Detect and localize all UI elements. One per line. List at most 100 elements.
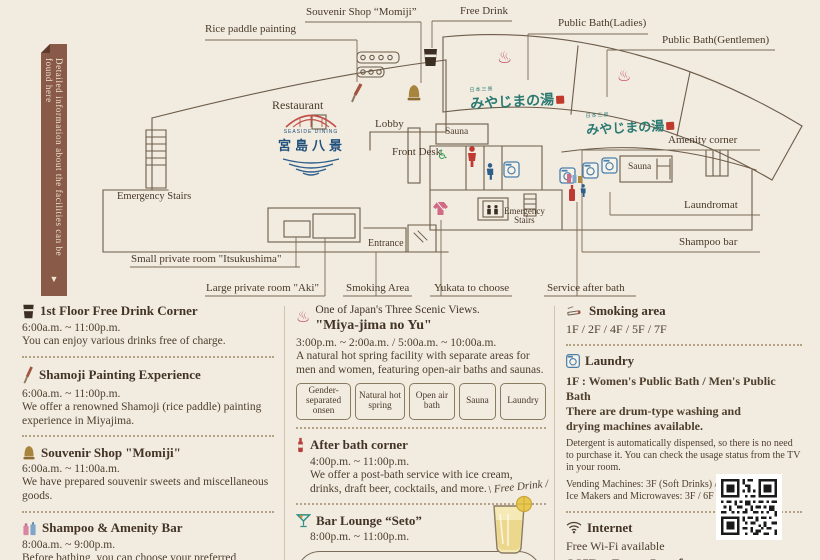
label-public-bath-ladies: Public Bath(Ladies) [558, 17, 647, 29]
dotted-divider [22, 355, 274, 358]
drink-cup-icon [424, 49, 437, 66]
section-title: Bar Lounge “Seto” [316, 512, 422, 528]
wifi-icon [566, 521, 582, 534]
section-smoking-area: Smoking area 1F / 2F / 4F / 5F / 7F [566, 303, 802, 337]
amenity-bottles-icon [567, 174, 582, 183]
dotted-divider [296, 426, 546, 429]
laundry-machines: There are drum-type washing and drying m… [566, 403, 741, 433]
qr-code [716, 474, 782, 540]
bottle-red-icon [569, 185, 575, 201]
facility-tags: Gender-separated onsen Natural hot sprin… [296, 382, 547, 420]
section-title: Internet [587, 519, 633, 535]
washer-icon [566, 354, 580, 369]
laundry-location: 1F : Women's Public Bath / Men's Public … [566, 373, 776, 403]
section-title: Smoking area [589, 303, 666, 318]
cigarette-icon [566, 305, 584, 318]
drink-glass-illustration [493, 495, 533, 554]
washer-icon [582, 162, 599, 179]
column-divider [284, 306, 285, 560]
label-smoking-area: Smoking Area [346, 282, 410, 294]
label-large-private-room: Large private room "Aki" [206, 282, 319, 294]
section-hours: 6:00a.m. ~ 11:00p.m. [22, 322, 121, 334]
tag-gender-separated-onsen: Gender-separated onsen [296, 382, 352, 420]
section-title: Shampoo & Amenity Bar [42, 520, 183, 536]
onsen-brand-logo: 日本三景みやじまの湯 [469, 82, 565, 114]
tag-open-air-bath: Open air bath [408, 382, 455, 420]
shampoo-bottles-icon [22, 521, 37, 536]
section-bar-lounge: Bar Lounge “Seto” 8:00p.m. ~ 11:00p.m. 6… [296, 513, 546, 560]
ice-microwave-info: Ice Makers and Microwaves: 3F / 6F [566, 491, 714, 503]
section-desc: We offer a renowned Shamoji (rice paddle… [22, 400, 262, 427]
section-desc: A natural hot spring facility with separ… [296, 350, 544, 376]
bridge-arch-icon [285, 114, 337, 128]
boat-icon [282, 158, 340, 176]
section-hours: 8:00a.m. ~ 9:00p.m. [22, 538, 116, 551]
yukata-icon [433, 201, 448, 215]
onsen-brand-logo: 日本三景みやじまの湯 [585, 108, 675, 138]
label-rice-paddle-painting: Rice paddle painting [205, 23, 297, 35]
section-title: Laundry [585, 353, 635, 369]
dotted-divider [566, 510, 802, 513]
hot-spring-icon: ♨ [617, 66, 632, 85]
restaurant-logo-subtitle: SEASIDE DINING [283, 129, 339, 135]
hot-spring-icon: ♨ [497, 48, 513, 68]
column-divider [554, 306, 555, 560]
ribbon-fold [41, 44, 50, 53]
label-shampoo-bar: Shampoo bar [679, 236, 738, 248]
label-public-bath-gentlemen: Public Bath(Gentlemen) [662, 34, 770, 46]
section-hours: 4:00p.m. ~ 11:00p.m. [310, 455, 410, 468]
label-restaurant: Restaurant [272, 98, 324, 112]
section-internet: Internet Free Wi-Fi available SSID : Rou… [566, 519, 802, 560]
onsen-logo-name: みやじまの湯 [469, 92, 555, 113]
dotted-divider [22, 435, 274, 438]
section-hours: 6:00a.m. ~ 11:00a.m. [22, 463, 120, 476]
section-title: After bath corner [310, 436, 408, 452]
label-laundromat: Laundromat [684, 199, 738, 211]
section-miyajima-no-yu: ♨ One of Japan's Three Scenic Views. "Mi… [296, 304, 547, 420]
section-hours: 6:00a.m. ~ 11:00p.m. [22, 387, 121, 400]
red-seal-icon [555, 95, 565, 104]
qr-code-pattern [721, 479, 777, 535]
woman-icon [468, 146, 476, 167]
leader-lines [130, 20, 775, 297]
section-desc: You can enjoy various drinks free of cha… [22, 335, 226, 347]
tag-natural-hot-spring: Natural hot spring [355, 382, 405, 420]
restaurant-logo: SEASIDE DINING 宮島八景 [266, 110, 356, 177]
label-service-after-bath: Service after bath [547, 282, 625, 294]
smoking-floors: 1F / 2F / 4F / 5F / 7F [566, 322, 667, 337]
tag-laundry: Laundry [499, 382, 547, 420]
label-lobby: Lobby [375, 118, 404, 130]
section-title: Shamoji Painting Experience [39, 367, 201, 383]
man-small-icon [580, 184, 586, 198]
label-entrance: Entrance [368, 238, 404, 249]
section-free-drink-corner: 1st Floor Free Drink Corner 6:00a.m. ~ 1… [22, 304, 274, 349]
washer-icon [503, 161, 520, 178]
section-hours: 3:00p.m. ~ 2:00a.m. / 5:00a.m. ~ 10:00a.… [296, 337, 497, 350]
vending-info: Vending Machines: 3F (Soft Drinks) / 6F … [566, 479, 772, 491]
down-arrow-icon: ▼ [49, 274, 59, 284]
drink-cup-icon [22, 304, 35, 319]
washer-icon [601, 157, 618, 174]
section-laundry: Laundry 1F : Women's Public Bath / Men's… [566, 353, 802, 503]
info-column-middle: ♨ One of Japan's Three Scenic Views. "Mi… [296, 304, 547, 560]
label-amenity-corner: Amenity corner [668, 134, 738, 146]
restaurant-logo-name: 宮島八景 [277, 138, 346, 153]
info-column-left: 1st Floor Free Drink Corner 6:00a.m. ~ 1… [22, 304, 274, 560]
section-title-line1: One of Japan's Three Scenic Views. [315, 304, 480, 316]
label-free-drink: Free Drink [460, 5, 508, 17]
souvenir-bell-icon [407, 85, 421, 101]
dotted-divider [566, 344, 802, 347]
laundry-note: Detergent is automatically dispensed, so… [566, 437, 801, 473]
tag-sauna: Sauna [458, 382, 496, 420]
dotted-divider [22, 510, 274, 513]
section-desc: We offer a post-bath service with ice cr… [310, 468, 513, 495]
red-seal-icon [666, 121, 675, 131]
label-sauna-left: Sauna [445, 127, 469, 137]
section-desc: Before bathing, you can choose your pref… [22, 551, 237, 560]
section-after-bath: After bath corner 4:00p.m. ~ 11:00p.m. W… [296, 437, 546, 497]
label-front-desk: Front Desk [392, 146, 442, 158]
section-shamoji-painting: Shamoji Painting Experience 6:00a.m. ~ 1… [22, 366, 274, 429]
label-yukata-to-choose: Yukata to choose [434, 282, 510, 294]
wifi-ssid: SSID : RouteInn-free [566, 556, 802, 560]
section-title-line2: "Miya-jima no Yu" [315, 317, 432, 333]
